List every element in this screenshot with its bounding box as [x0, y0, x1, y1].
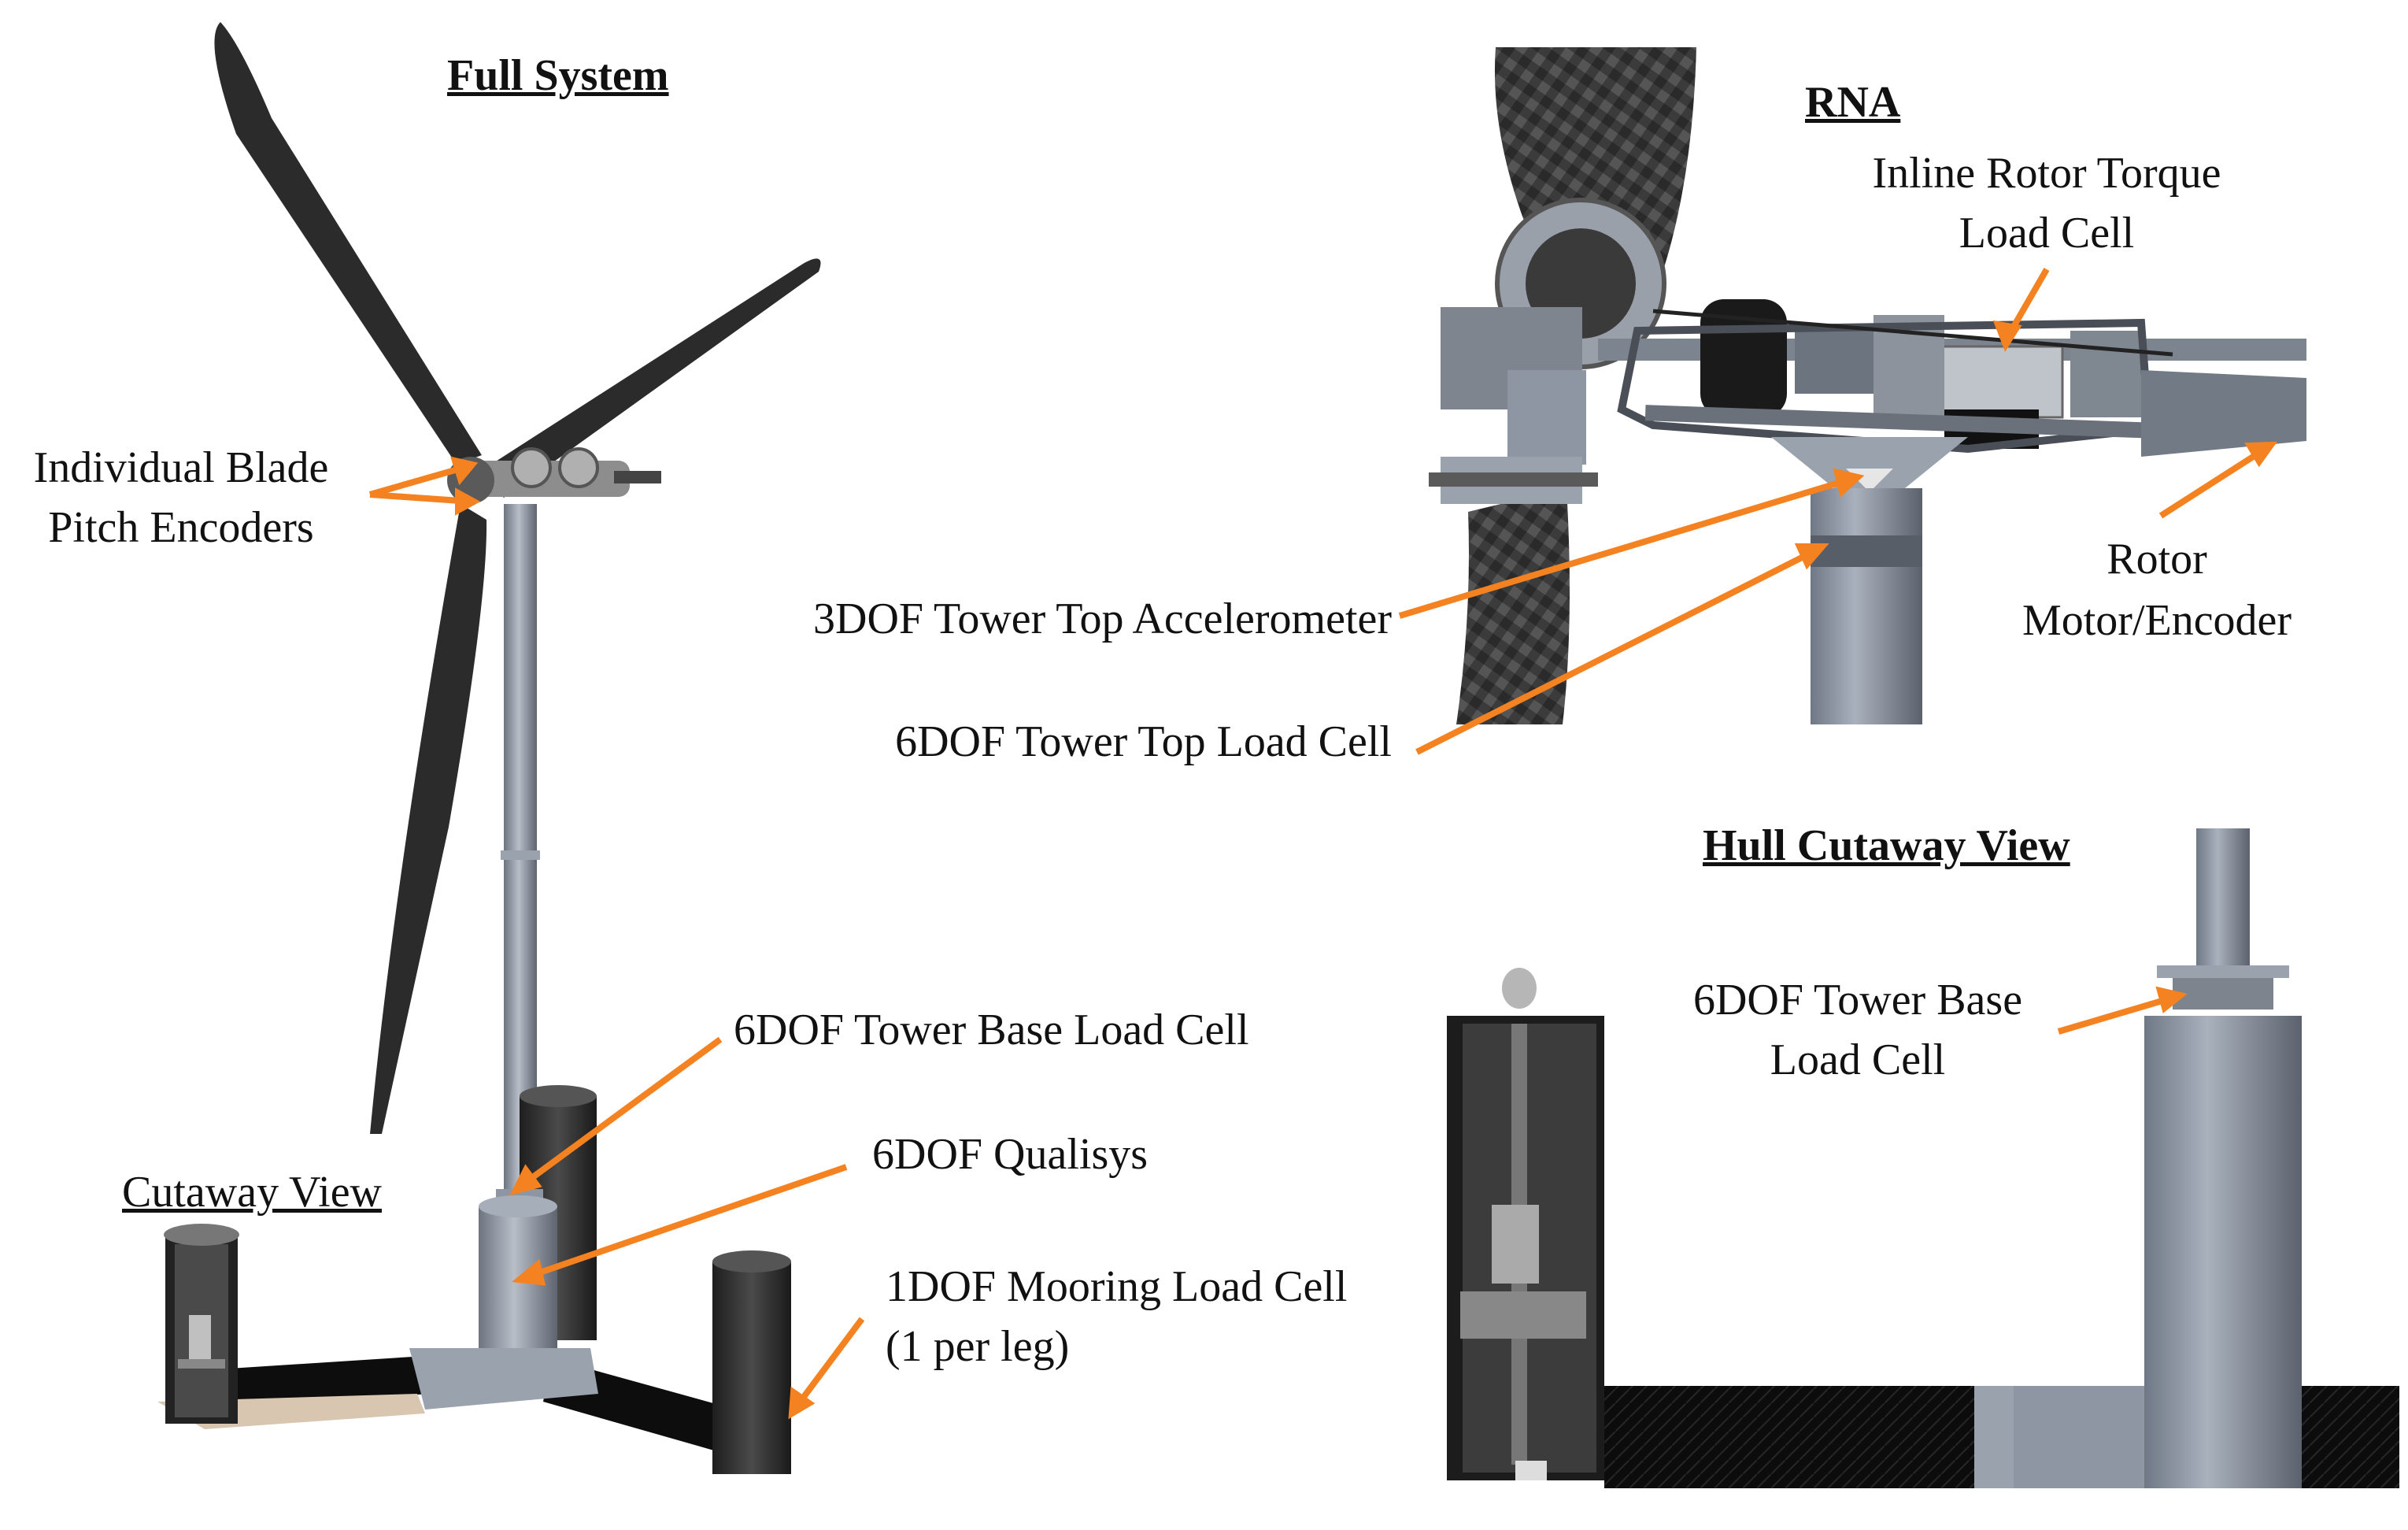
rna-view	[1429, 47, 2306, 724]
rna-blade-lower	[1456, 488, 1570, 724]
callout-tower-top-accelerometer: 3DOF Tower Top Accelerometer	[813, 595, 1392, 643]
callout-rotor-motor-line2: Motor/Encoder	[2021, 596, 2292, 645]
hull-cutaway	[1447, 828, 2399, 1488]
rotor-torque-load-cell	[1935, 345, 2064, 419]
callout-arrows	[368, 268, 2277, 1420]
callout-hull-tower-base-line1: 6DOF Tower Base	[1692, 976, 2023, 1024]
rotor-motor	[2141, 370, 2306, 457]
hull-central-column	[2144, 1016, 2302, 1488]
callout-qualisys: 6DOF Qualisys	[872, 1130, 1149, 1179]
callout-blade-pitch-line1: Individual Blade	[33, 443, 329, 492]
callout-rotor-torque-line1: Inline Rotor Torque	[1872, 149, 2221, 198]
blade-upper-right	[479, 258, 821, 498]
cutaway-column	[164, 1224, 239, 1424]
callout-tower-base-load-cell: 6DOF Tower Base Load Cell	[734, 1006, 1249, 1054]
title-cutaway-view: Cutaway View	[122, 1168, 382, 1217]
callout-hull-tower-base-line2: Load Cell	[1770, 1035, 1946, 1084]
callout-rotor-motor-line1: Rotor	[2107, 535, 2207, 583]
rna-tower-top	[1811, 488, 1922, 724]
title-hull-cutaway: Hull Cutaway View	[1703, 821, 2070, 870]
hull-tower-base-load-cell	[2173, 978, 2273, 1010]
blade-lower	[370, 504, 487, 1134]
callout-blade-pitch-line2: Pitch Encoders	[48, 503, 314, 552]
callout-mooring-line1: 1DOF Mooring Load Cell	[886, 1262, 1348, 1311]
rna-hub	[1429, 198, 1666, 504]
hull-pontoon	[1604, 1386, 1974, 1488]
callout-rotor-torque-line2: Load Cell	[1959, 209, 2135, 257]
callout-tower-top-load-cell: 6DOF Tower Top Load Cell	[895, 717, 1392, 766]
title-full-system: Full System	[447, 51, 669, 100]
callout-mooring-line2: (1 per leg)	[886, 1322, 1070, 1371]
hull-center	[409, 1348, 598, 1410]
blade-upper-left	[214, 22, 482, 465]
front-right-column	[712, 1261, 791, 1474]
title-rna: RNA	[1805, 78, 1901, 127]
